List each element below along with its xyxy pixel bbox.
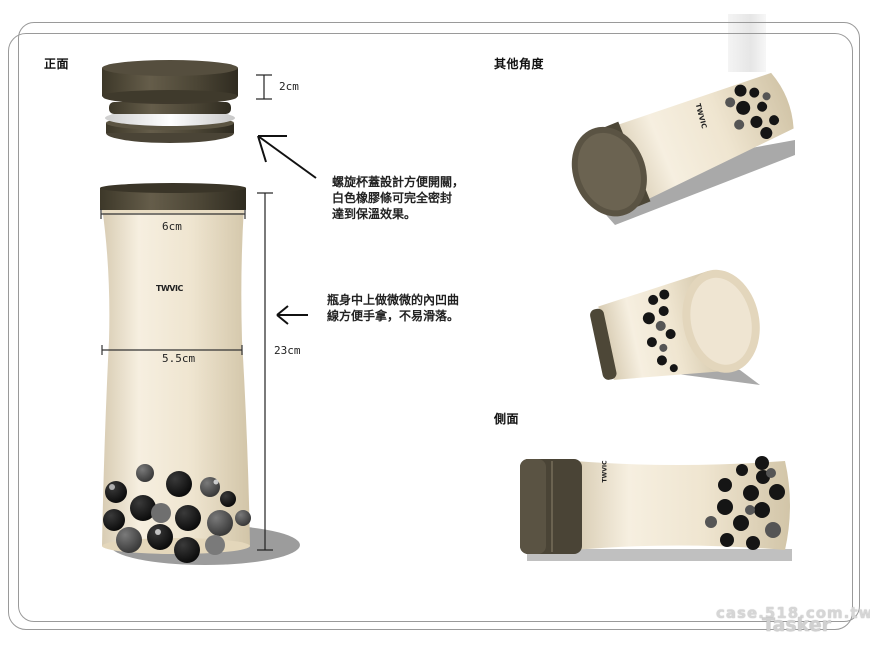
watermark-url: case.518.com.tw [716,604,870,622]
top-width-dimension: 6cm [162,220,182,233]
cap-note-line-2: 白色橡膠條可完全密封 [332,191,453,205]
front-view-label: 正面 [44,57,70,71]
cap-note-line-1: 螺旋杯蓋設計方便開關， [332,175,465,189]
top-width-marker [100,209,246,219]
total-height-marker [257,192,273,551]
arrow-up-left-icon [257,135,317,179]
body-design-note: 瓶身中上做微微的內凹曲 線方便手拿，不易滑落。 [327,292,459,324]
cap-illustration [102,60,238,143]
background-post [728,14,766,72]
brand-logo-front: TWVIC [156,284,183,293]
total-height-dimension: 23cm [274,344,301,357]
side-view-label: 側面 [494,412,520,426]
cap-design-note: 螺旋杯蓋設計方便開關， 白色橡膠條可完全密封 達到保溫效果。 [332,174,464,222]
cap-note-line-3: 達到保溫效果。 [332,207,417,221]
body-note-line-1: 瓶身中上做微微的內凹曲 [327,293,460,307]
mid-width-dimension: 5.5cm [162,352,196,365]
tumbler-angle-view-1 [571,72,795,225]
arrow-left-icon [276,305,308,325]
body-note-line-2: 線方便手拿，不易滑落。 [327,309,460,323]
cap-height-dimension: 2cm [279,80,299,93]
watermark-brand: Tasker [762,614,832,636]
tumbler-side-view [520,456,792,561]
tumbler-front-illustration [100,183,300,565]
board-frame-front [8,33,853,630]
mid-width-marker [101,345,243,355]
cap-height-marker [256,74,272,100]
tumbler-angle-view-2 [590,269,760,385]
other-angles-label: 其他角度 [494,57,545,71]
board-frame-back [18,22,860,622]
brand-logo-side: TWVIC [601,460,609,483]
